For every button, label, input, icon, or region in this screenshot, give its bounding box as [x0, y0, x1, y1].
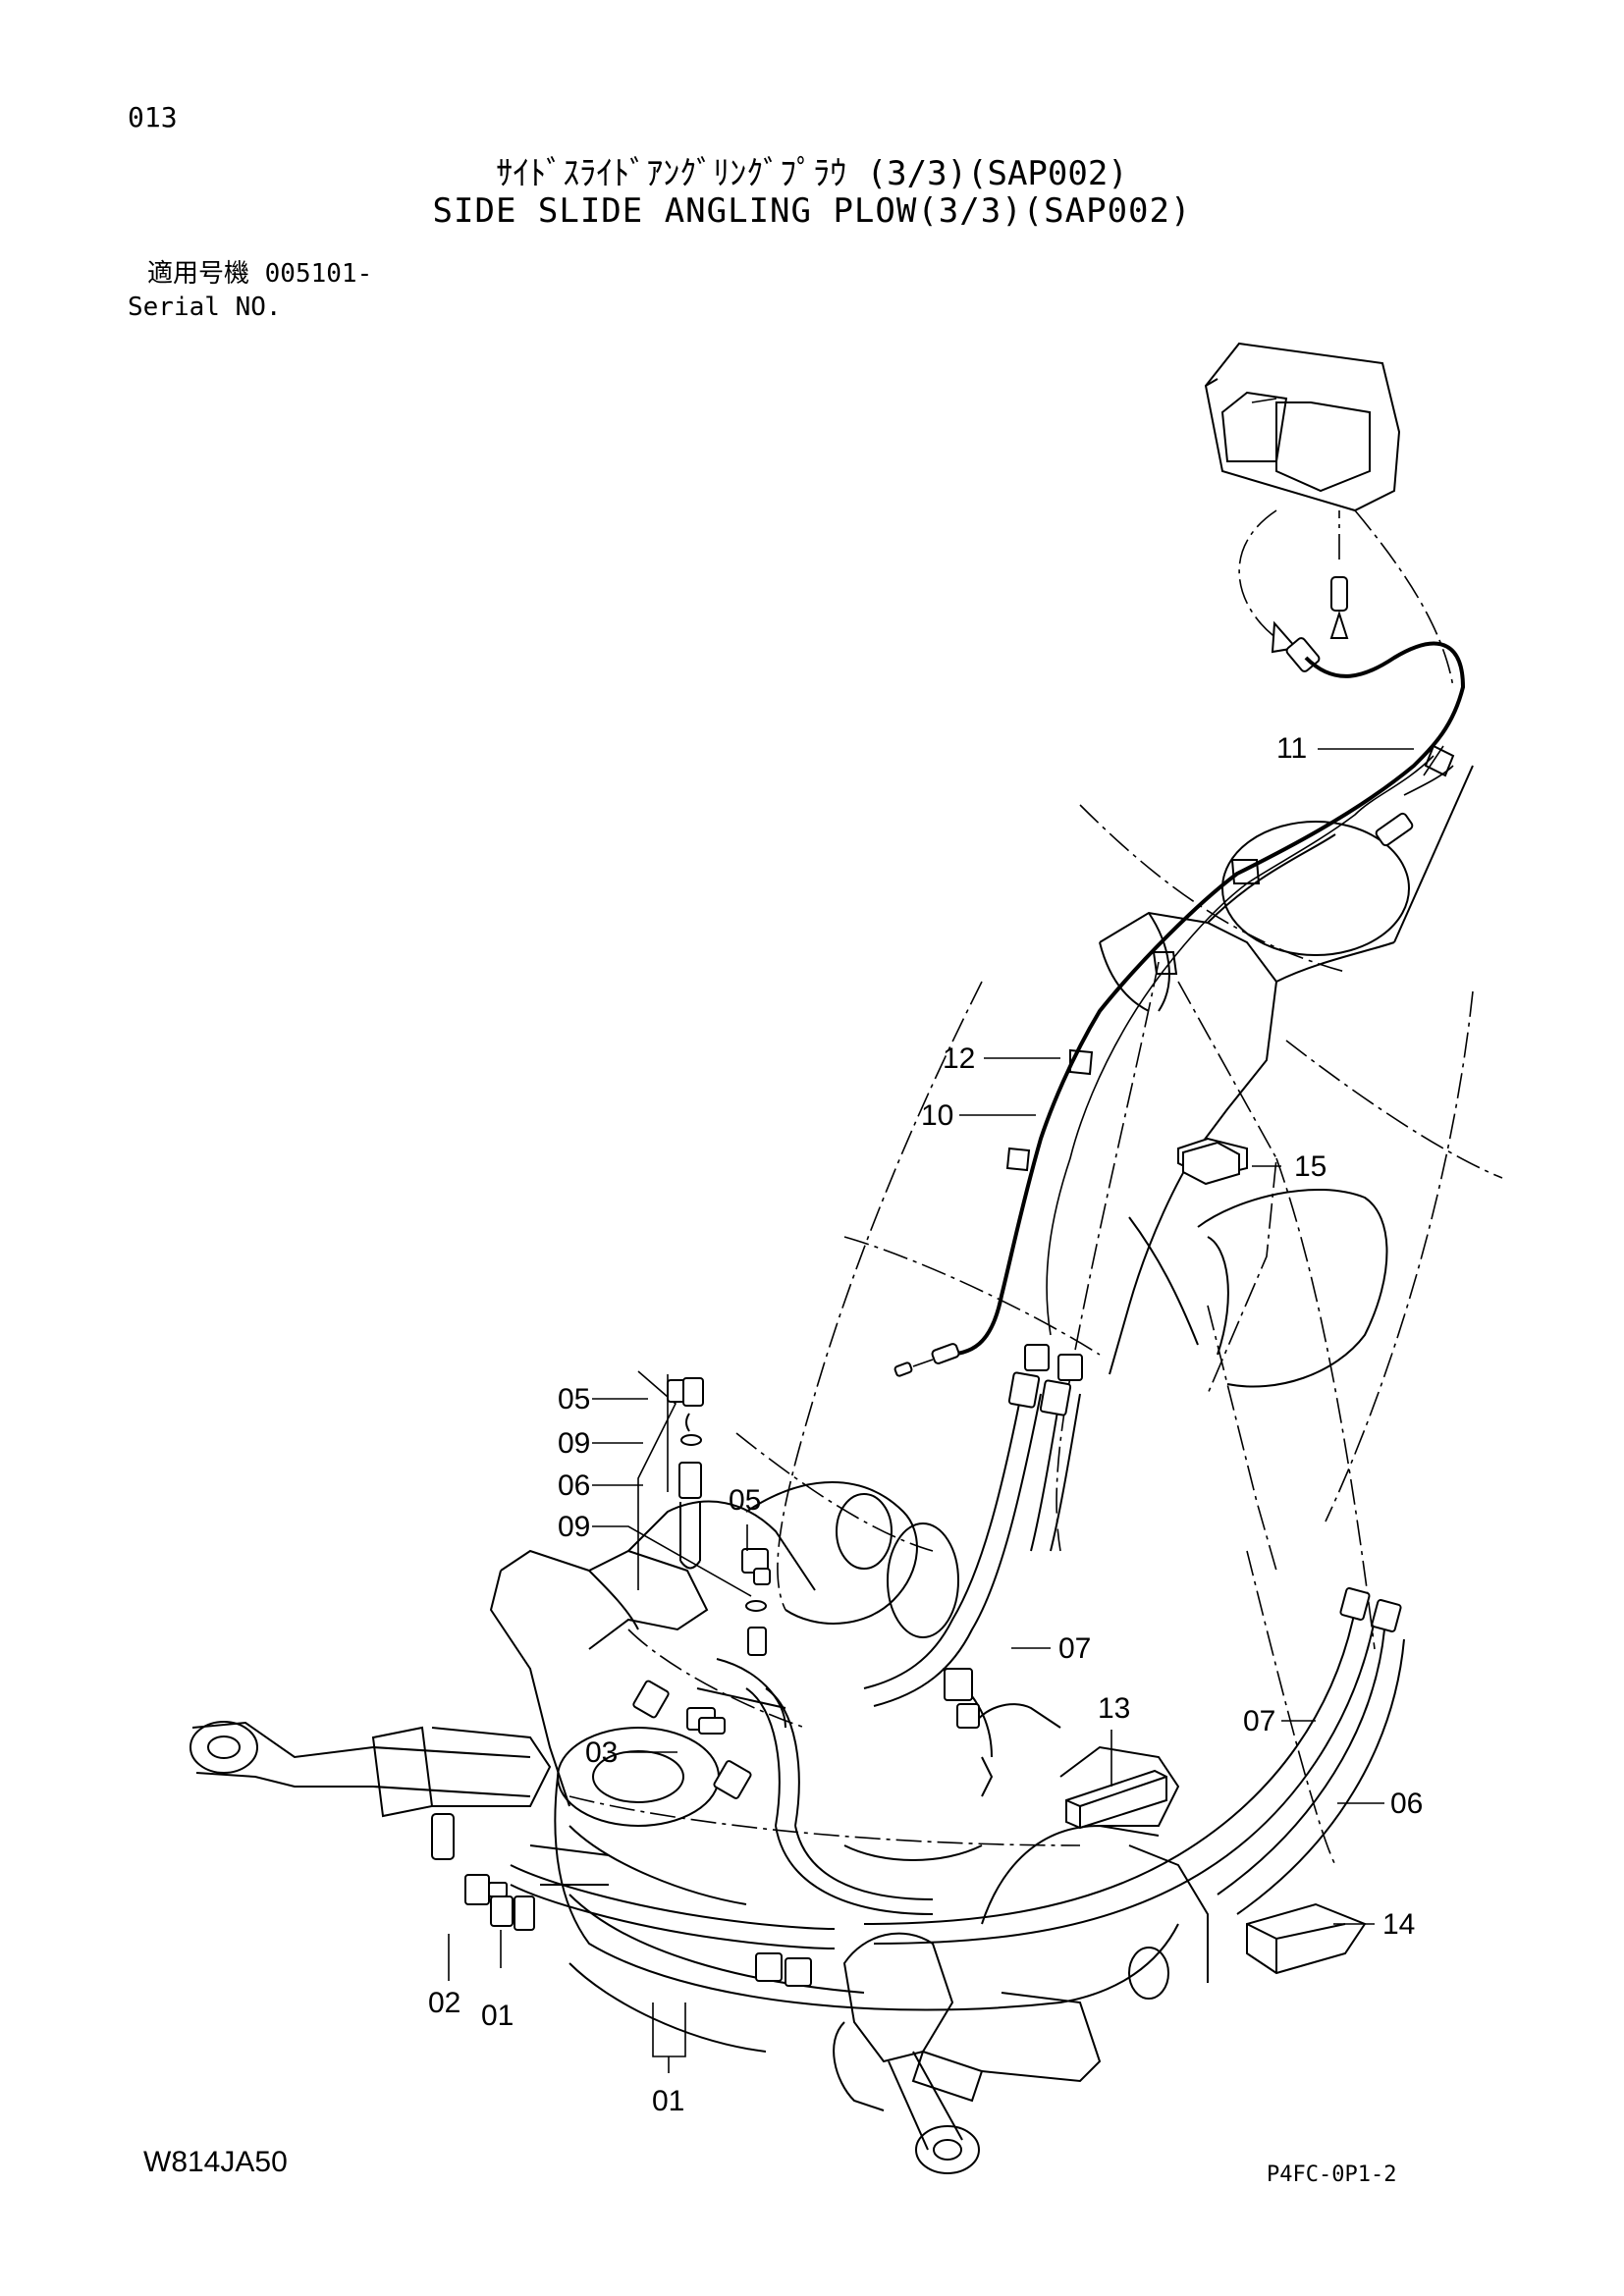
- callout-14: 14: [1382, 1908, 1415, 1941]
- callout-05-upper: 05: [558, 1383, 590, 1415]
- sheet-code: P4FC-0P1-2: [1267, 2163, 1397, 2187]
- callout-13: 13: [1098, 1692, 1130, 1725]
- callout-15: 15: [1294, 1150, 1326, 1183]
- plow-frame-drawing: [489, 1481, 1209, 2103]
- callout-06-right: 06: [1390, 1788, 1423, 1820]
- plow-cylinder-drawing: [189, 1721, 610, 1886]
- small-parts-drawing: [1065, 1141, 1367, 1975]
- callout-01-left: 01: [481, 2000, 514, 2032]
- callout-07-middle: 07: [1058, 1632, 1091, 1665]
- callout-11: 11: [1276, 732, 1307, 765]
- callout-02: 02: [428, 1987, 460, 2019]
- callout-05-middle: 05: [729, 1484, 761, 1517]
- serial-number-label: Serial NO.: [128, 293, 282, 322]
- page-title-japanese: ｻｲﾄﾞｽﾗｲﾄﾞｱﾝｸﾞﾘﾝｸﾞﾌﾟﾗｳ (3/3)(SAP002): [496, 154, 1128, 193]
- callout-10: 10: [921, 1099, 953, 1132]
- wire-harness-drawing: [893, 641, 1466, 1377]
- callout-09-middle: 09: [558, 1511, 590, 1543]
- callout-labels: 11 12 10 15 05 09 06 05 09 07 13 07 03 0…: [428, 732, 1423, 2117]
- callout-01-bottom: 01: [652, 2085, 684, 2117]
- drawing-code: W814JA50: [143, 2146, 288, 2178]
- serial-applicability-japanese: 適用号機 005101-: [147, 259, 373, 289]
- boom-structure-outline: [568, 509, 1503, 1866]
- light-assembly-drawing: [1204, 342, 1401, 672]
- callout-09-upper: 09: [558, 1427, 590, 1460]
- callout-leaders: [448, 748, 1414, 2073]
- page-number: 013: [128, 101, 178, 133]
- page-title-english: SIDE SLIDE ANGLING PLOW(3/3)(SAP002): [432, 191, 1192, 231]
- callout-06-upper: 06: [558, 1469, 590, 1502]
- fittings-drawing: [464, 1370, 994, 1931]
- callout-03: 03: [585, 1736, 618, 1769]
- hydraulic-hoses-drawing: [510, 1344, 1405, 1987]
- callout-12: 12: [943, 1042, 975, 1075]
- callout-07-right: 07: [1243, 1705, 1275, 1737]
- angling-cylinder-drawing: [833, 1932, 980, 2174]
